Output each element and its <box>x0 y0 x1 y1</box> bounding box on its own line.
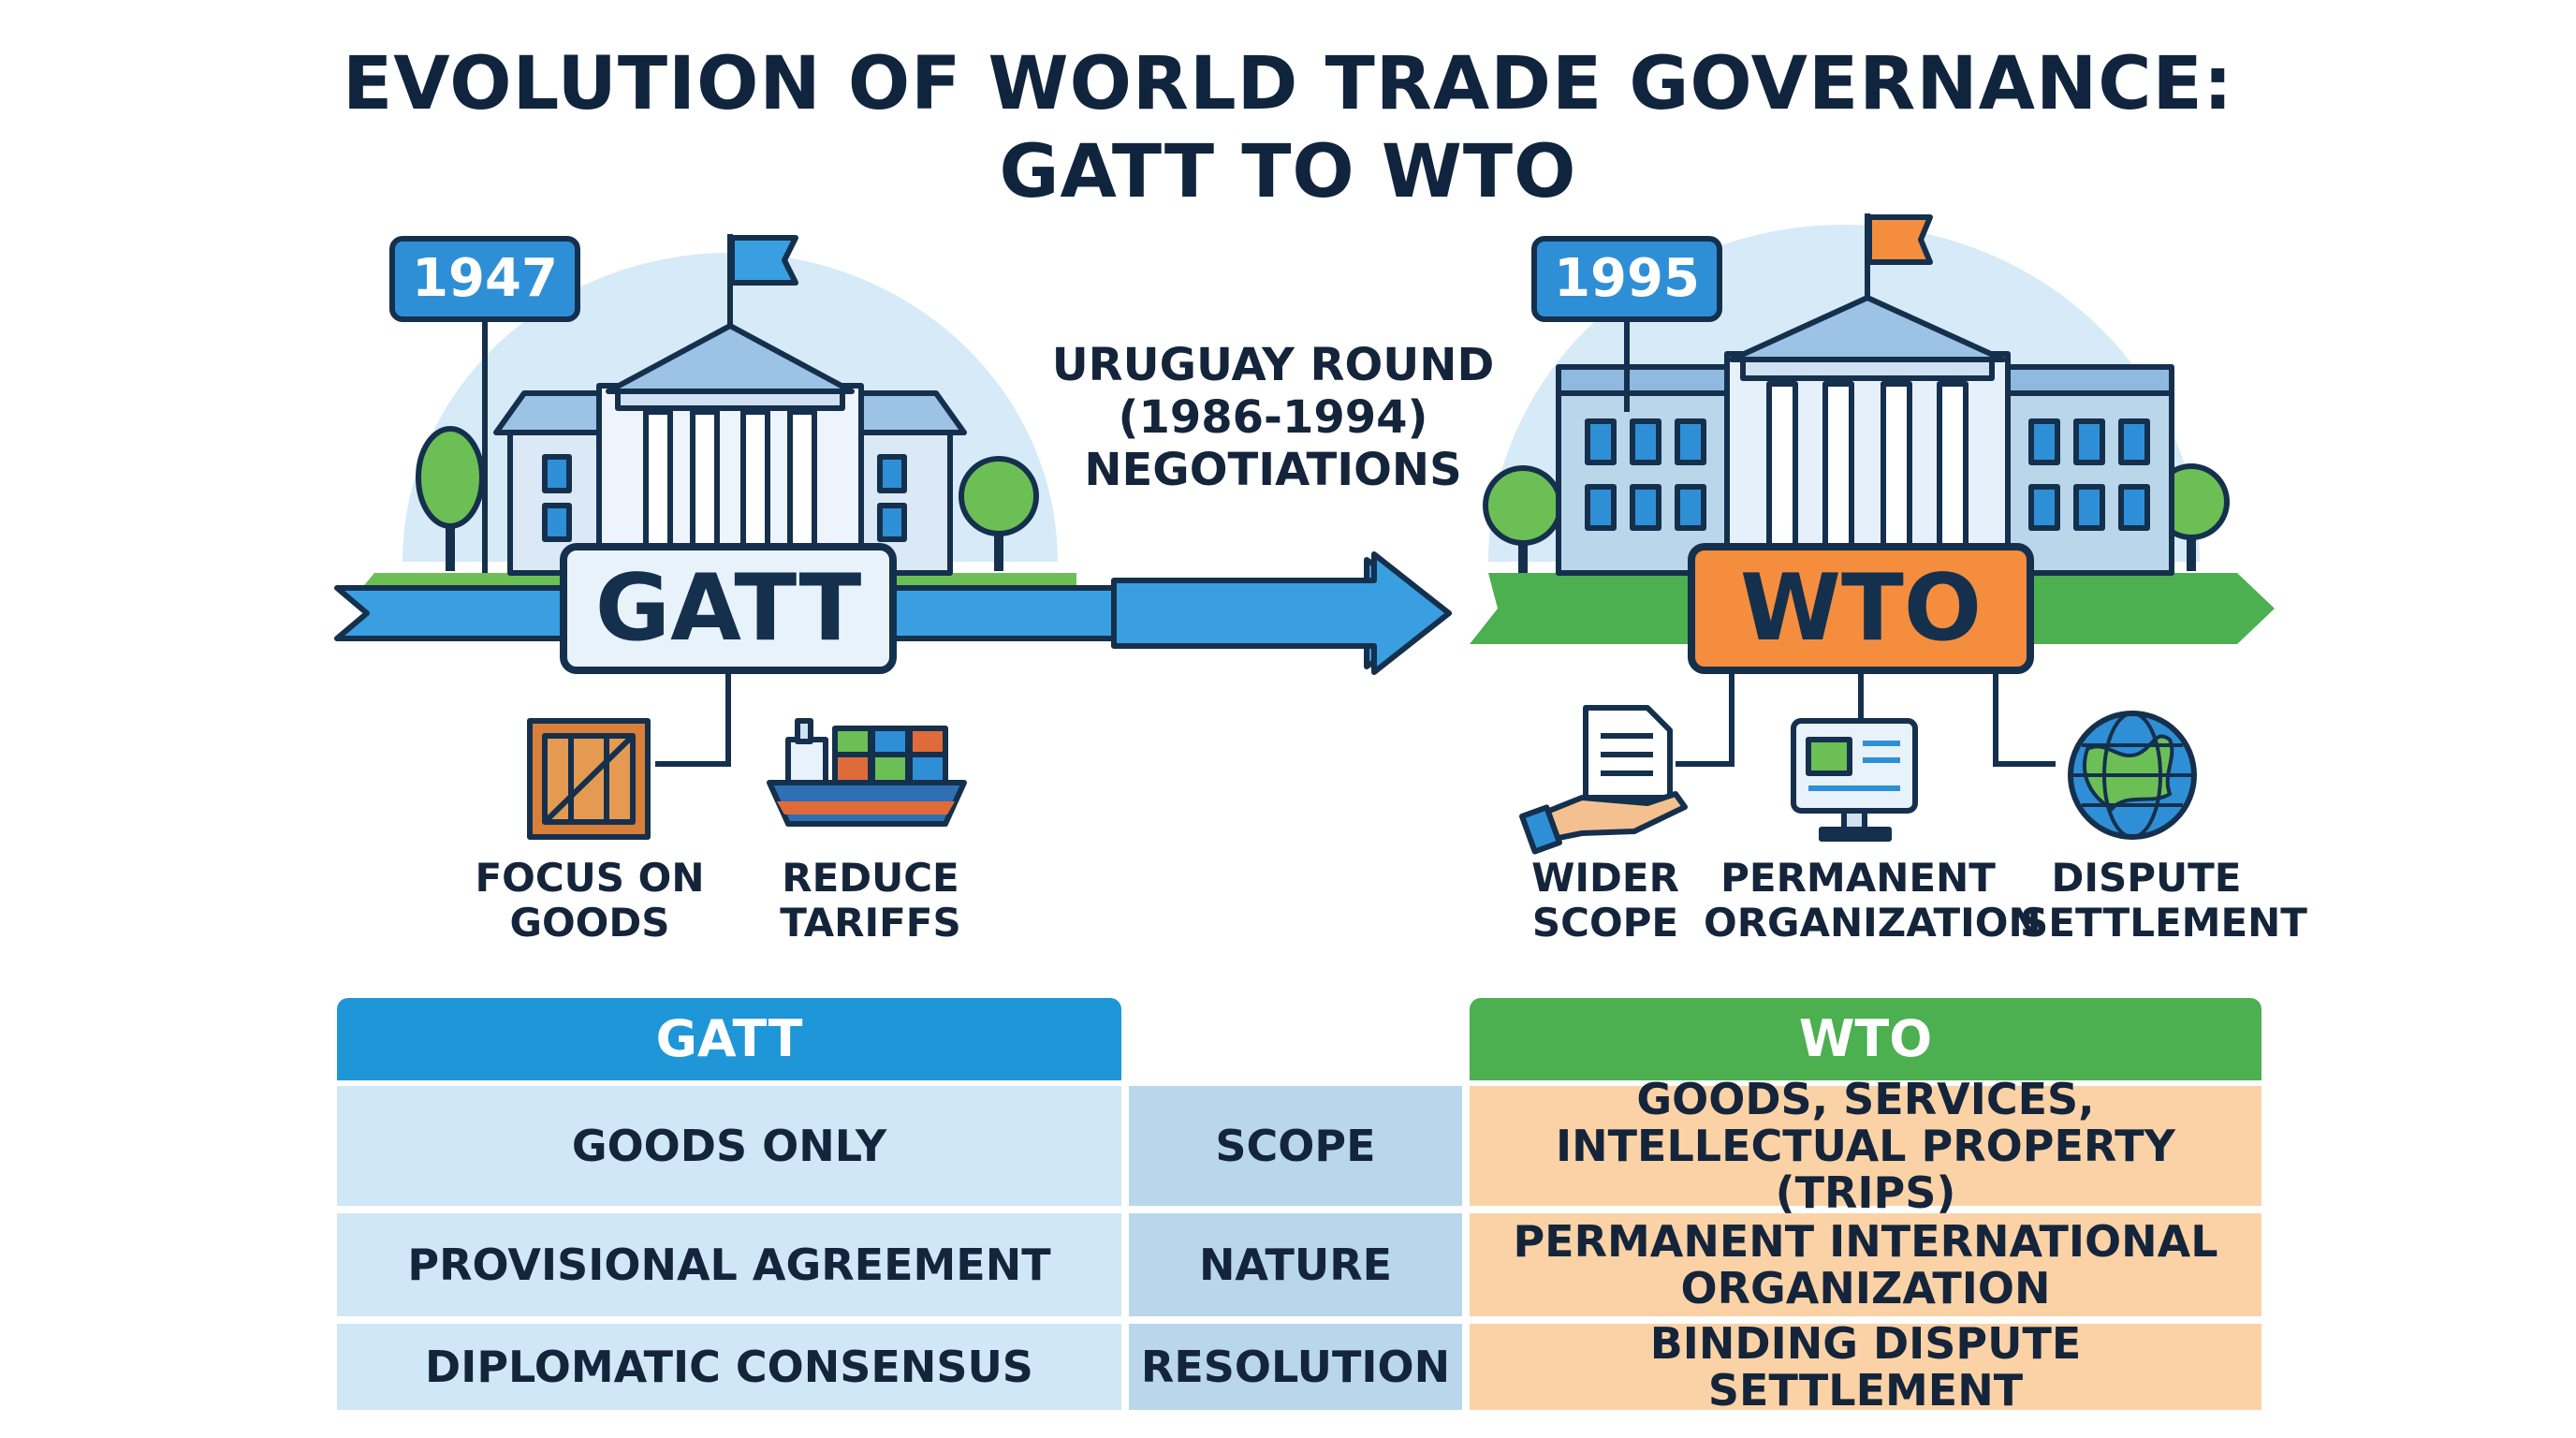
monitor-icon <box>1791 718 1918 842</box>
table-cell-wto-nature: PERMANENT INTERNATIONAL ORGANIZATION <box>1470 1213 2261 1316</box>
uruguay-round-line1: URUGUAY ROUND <box>1051 339 1495 391</box>
wto-column-header: WTO <box>1470 998 2261 1080</box>
gatt-tree-right <box>959 456 1039 571</box>
gatt-label-box: GATT <box>560 543 897 674</box>
gatt-feature-tariffs: REDUCE TARIFFS <box>780 855 961 946</box>
wto-feature-dispute: DISPUTE SETTLEMENT <box>2020 855 2307 946</box>
crate-icon <box>527 718 651 840</box>
table-cell-gatt-nature: PROVISIONAL AGREEMENT <box>337 1213 1121 1316</box>
document-hand-icon <box>1519 705 1688 855</box>
wto-feature-scope: WIDER SCOPE <box>1531 855 1679 946</box>
gatt-column-header: GATT <box>337 998 1121 1080</box>
table-cell-gatt-resolution: DIPLOMATIC CONSENSUS <box>337 1324 1121 1410</box>
table-cell-aspect-nature: NATURE <box>1129 1213 1462 1316</box>
table-cell-wto-scope: GOODS, SERVICES, INTELLECTUAL PROPERTY (… <box>1470 1076 2261 1216</box>
gatt-tree-left <box>416 426 485 571</box>
wto-label-box: WTO <box>1688 543 2034 674</box>
uruguay-round-line2: (1986-1994) <box>1118 391 1428 444</box>
wto-feature-organization: PERMANENT ORGANIZATION <box>1704 855 2042 946</box>
gatt-feature-goods: FOCUS ON GOODS <box>475 855 705 946</box>
transition-arrow <box>1111 551 1452 675</box>
table-cell-gatt-scope: GOODS ONLY <box>337 1086 1121 1206</box>
globe-icon <box>2068 711 2197 840</box>
table-cell-aspect-scope: SCOPE <box>1129 1086 1462 1206</box>
comparison-table: GATT WTO GOODS ONLY SCOPE GOODS, SERVICE… <box>337 998 2261 1414</box>
table-cell-wto-resolution: BINDING DISPUTE SETTLEMENT <box>1470 1320 2261 1414</box>
uruguay-round-line3: NEGOTIATIONS <box>1084 444 1462 496</box>
page-title: EVOLUTION OF WORLD TRADE GOVERNANCE: <box>343 42 2233 126</box>
gatt-year-badge: 1947 <box>389 236 580 322</box>
cargo-ship-icon <box>767 718 967 827</box>
table-cell-aspect-resolution: RESOLUTION <box>1129 1324 1462 1410</box>
wto-year-badge: 1995 <box>1531 236 1722 322</box>
wto-tree-left <box>1483 465 1563 573</box>
gatt-feature-connector <box>655 674 731 767</box>
page-subtitle: GATT TO WTO <box>999 130 1577 214</box>
wto-feature-connector <box>1676 674 2056 767</box>
uruguay-round-label: URUGUAY ROUND (1986-1994) NEGOTIATIONS <box>1048 339 1498 496</box>
wto-building-icon <box>1556 213 2174 576</box>
